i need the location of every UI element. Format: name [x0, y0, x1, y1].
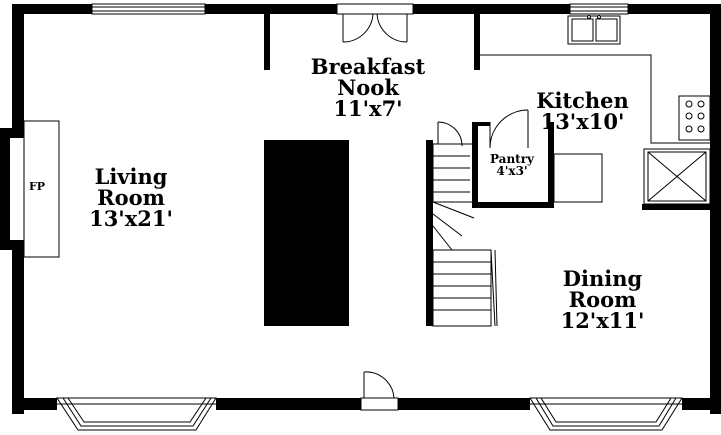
wall-left-upper	[12, 4, 24, 128]
kitchen-size: 13'x10'	[540, 109, 625, 134]
sink-icon	[567, 15, 621, 45]
wall-top-mid2	[413, 4, 570, 14]
living-room-name-line1: Living	[94, 164, 168, 189]
room-label-dining-room: Dining Room 12'x11'	[545, 268, 660, 331]
dining-room-name-line1: Dining	[562, 266, 643, 291]
room-label-kitchen: Kitchen 13'x10'	[525, 90, 640, 132]
pantry-wall-bottom	[472, 202, 554, 208]
kitchen-peninsula	[553, 153, 603, 203]
wall-bottom-left	[12, 398, 57, 410]
pantry-wall-top-left	[472, 122, 490, 126]
pantry-wall-right	[548, 122, 554, 208]
bay-window-left	[56, 397, 217, 431]
wall-bottom-mid	[216, 398, 361, 410]
pantry-door	[489, 109, 529, 149]
fireplace-bump-left	[0, 128, 10, 250]
wall-bottom-right	[682, 398, 721, 410]
dining-room-size: 12'x11'	[560, 308, 645, 333]
wall-top-left	[12, 4, 92, 14]
breakfast-nook-size: 11'x7'	[333, 96, 403, 121]
living-room-name-line2: Room	[97, 185, 165, 210]
dining-room-name-line2: Room	[568, 287, 637, 312]
refrigerator-icon	[643, 148, 711, 205]
wall-top-mid	[205, 4, 337, 14]
wall-kitchen-bottom	[642, 204, 710, 210]
room-label-pantry: Pantry 4'x3'	[480, 153, 544, 177]
chimney-block	[264, 140, 349, 326]
double-door-top	[336, 3, 414, 43]
fireplace-label: FP	[29, 180, 46, 193]
room-label-breakfast-nook: Breakfast Nook 11'x7'	[300, 56, 436, 119]
bay-window-right	[529, 397, 683, 431]
pantry-name: Pantry	[489, 152, 535, 166]
living-room-size: 13'x21'	[89, 206, 173, 231]
front-door	[360, 371, 399, 411]
kitchen-name: Kitchen	[536, 88, 629, 113]
fireplace-bump-top	[0, 128, 24, 138]
pantry-size: 4'x3'	[496, 164, 528, 178]
wall-bottom-mid2	[398, 398, 530, 410]
kitchen-counters	[480, 54, 710, 203]
breakfast-nook-name-line1: Breakfast	[310, 54, 426, 79]
room-label-living-room: Living Room 13'x21'	[76, 166, 186, 229]
fireplace-bump-bottom	[0, 240, 24, 250]
wall-nook-right	[474, 14, 480, 70]
staircase	[432, 143, 498, 327]
fireplace-hearth	[23, 120, 60, 258]
exterior-walls	[0, 4, 721, 414]
wall-left-lower	[12, 240, 24, 414]
interior-walls	[264, 14, 710, 326]
stair-door	[437, 121, 463, 147]
wall-nook-left	[264, 14, 270, 70]
stair-rail-left	[426, 140, 433, 326]
wall-right	[710, 4, 721, 414]
window-top-right	[569, 3, 629, 15]
wall-top-right	[628, 4, 721, 14]
breakfast-nook-name-line2: Nook	[337, 75, 399, 100]
window-top-left	[91, 3, 206, 15]
pantry-wall-left	[472, 122, 478, 208]
stove-icon	[678, 95, 711, 141]
